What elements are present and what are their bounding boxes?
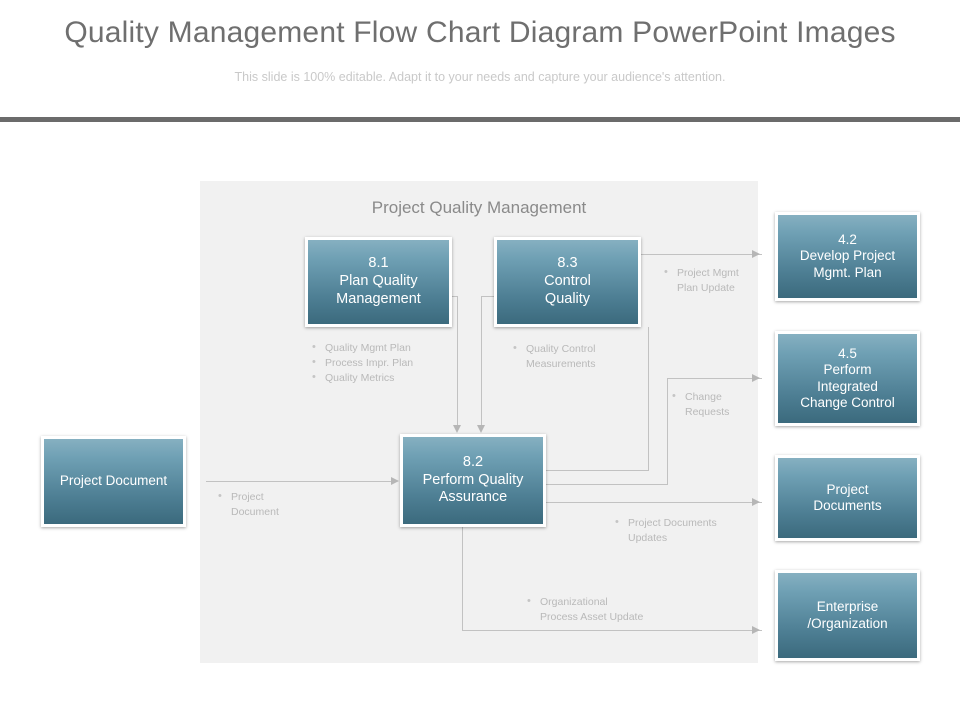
box-project-documents[interactable]: Project Documents bbox=[775, 455, 920, 541]
list-item: Project Document bbox=[218, 489, 338, 520]
list-item: Quality Control Measurements bbox=[513, 341, 653, 372]
box-plan-quality-management-label: 8.1 Plan Quality Management bbox=[336, 255, 421, 307]
connector-82-to-83-horizontal bbox=[546, 470, 649, 471]
box-enterprise-organization-label: Enterprise /Organization bbox=[807, 599, 888, 631]
box-perform-quality-assurance[interactable]: 8.2 Perform Quality Assurance bbox=[400, 434, 546, 527]
box-develop-project-mgmt-plan[interactable]: 4.2 Develop Project Mgmt. Plan bbox=[775, 212, 920, 301]
label-project-document-input: Project Document bbox=[218, 489, 338, 520]
label-plan-quality-outputs: Quality Mgmt PlanProcess Impr. PlanQuali… bbox=[312, 340, 462, 387]
header-divider bbox=[0, 117, 960, 122]
arrowhead-83-to-82 bbox=[477, 425, 485, 433]
box-perform-quality-assurance-label: 8.2 Perform Quality Assurance bbox=[422, 453, 524, 506]
arrowhead-81-to-82 bbox=[453, 425, 461, 433]
box-plan-quality-management[interactable]: 8.1 Plan Quality Management bbox=[305, 237, 452, 327]
label-control-quality-outputs: Quality Control Measurements bbox=[513, 341, 653, 372]
panel-title: Project Quality Management bbox=[371, 198, 587, 217]
list-item: Process Impr. Plan bbox=[312, 355, 462, 371]
label-project-documents-updates: Project Documents Updates bbox=[615, 515, 775, 546]
connector-82-to-enterprise-vertical bbox=[462, 527, 463, 630]
connector-82-to-83-vertical bbox=[648, 327, 649, 471]
connector-83-to-82-vertical bbox=[481, 296, 482, 426]
list-item: Project Mgmt Plan Update bbox=[664, 265, 774, 296]
arrowhead-83-to-42 bbox=[752, 250, 760, 258]
connector-82-changerequests-vertical bbox=[667, 378, 668, 485]
connector-82-changerequests-horizontal bbox=[546, 484, 668, 485]
connector-changerequests-to-45 bbox=[667, 378, 762, 379]
arrowhead-82-to-projectdocuments bbox=[752, 498, 760, 506]
box-enterprise-organization[interactable]: Enterprise /Organization bbox=[775, 570, 920, 661]
project-quality-management-panel bbox=[200, 181, 758, 663]
box-control-quality[interactable]: 8.3 Control Quality bbox=[494, 237, 641, 327]
box-control-quality-label: 8.3 Control Quality bbox=[544, 255, 591, 307]
connector-83-to-82-horizontal bbox=[481, 296, 505, 297]
box-develop-project-mgmt-plan-label: 4.2 Develop Project Mgmt. Plan bbox=[799, 231, 896, 280]
connector-projectdocument-to-82 bbox=[206, 481, 392, 482]
box-project-document-label: Project Document bbox=[59, 473, 168, 489]
list-item: Change Requests bbox=[672, 389, 772, 420]
arrowhead-82-to-enterprise bbox=[752, 626, 760, 634]
label-change-requests: Change Requests bbox=[672, 389, 772, 420]
label-project-mgmt-plan-update: Project Mgmt Plan Update bbox=[664, 265, 774, 296]
box-project-document[interactable]: Project Document bbox=[41, 436, 186, 527]
box-perform-integrated-change-control[interactable]: 4.5 Perform Integrated Change Control bbox=[775, 331, 920, 426]
arrowhead-changerequests-to-45 bbox=[752, 374, 760, 382]
connector-83-to-42 bbox=[640, 254, 762, 255]
list-item: Organizational Process Asset Update bbox=[527, 594, 707, 625]
list-item: Project Documents Updates bbox=[615, 515, 775, 546]
connector-82-to-projectdocuments bbox=[546, 502, 762, 503]
arrowhead-projectdocument-to-82 bbox=[391, 477, 399, 485]
label-organizational-process-asset-update: Organizational Process Asset Update bbox=[527, 594, 707, 625]
list-item: Quality Metrics bbox=[312, 370, 462, 386]
connector-82-to-enterprise-horizontal bbox=[462, 630, 762, 631]
box-project-documents-label: Project Documents bbox=[813, 481, 882, 513]
list-item: Quality Mgmt Plan bbox=[312, 340, 462, 356]
page-subtitle: This slide is 100% editable. Adapt it to… bbox=[234, 70, 726, 84]
page-title: Quality Management Flow Chart Diagram Po… bbox=[64, 16, 896, 49]
box-perform-integrated-change-control-label: 4.5 Perform Integrated Change Control bbox=[800, 345, 895, 410]
